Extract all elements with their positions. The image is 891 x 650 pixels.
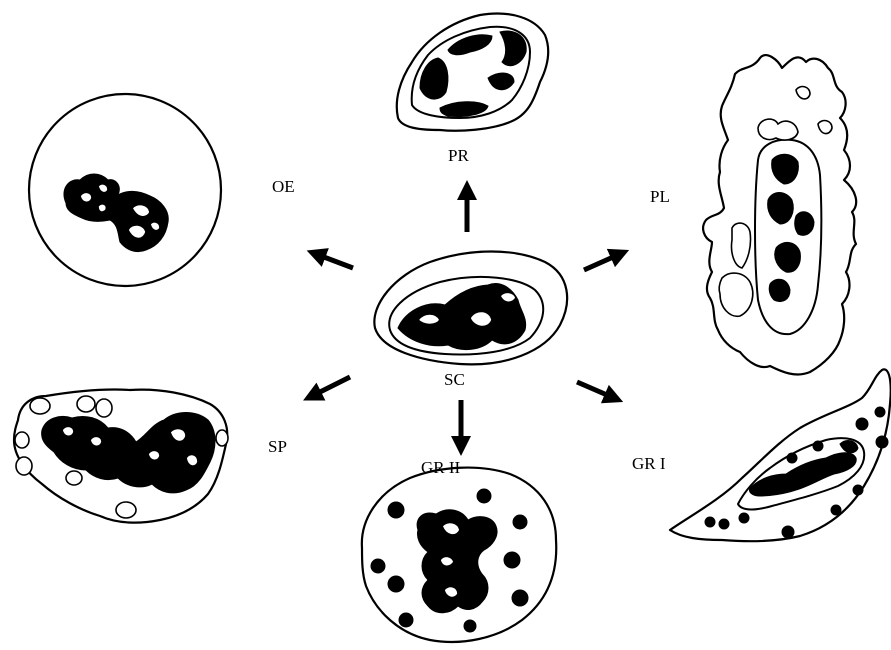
- pl-cell: [703, 55, 856, 374]
- label-pl: PL: [650, 188, 670, 205]
- arrow-to-oe: [316, 254, 353, 268]
- label-oe: OE: [272, 178, 295, 195]
- arrow-to-sp: [312, 377, 350, 396]
- pr-cell: [397, 14, 548, 131]
- label-sp: SP: [268, 438, 287, 455]
- label-gr1: GR I: [632, 455, 666, 472]
- oe-cell: [29, 94, 221, 286]
- sc-cell: [374, 252, 567, 365]
- label-pr: PR: [448, 147, 469, 164]
- arrow-to-pl: [584, 254, 620, 270]
- label-sc: SC: [444, 371, 465, 388]
- gr2-cell: [362, 468, 556, 642]
- gr1-cell: [670, 369, 891, 541]
- label-gr2: GR II: [421, 459, 460, 476]
- arrow-to-gr1: [577, 382, 614, 398]
- sp-cell: [14, 389, 228, 522]
